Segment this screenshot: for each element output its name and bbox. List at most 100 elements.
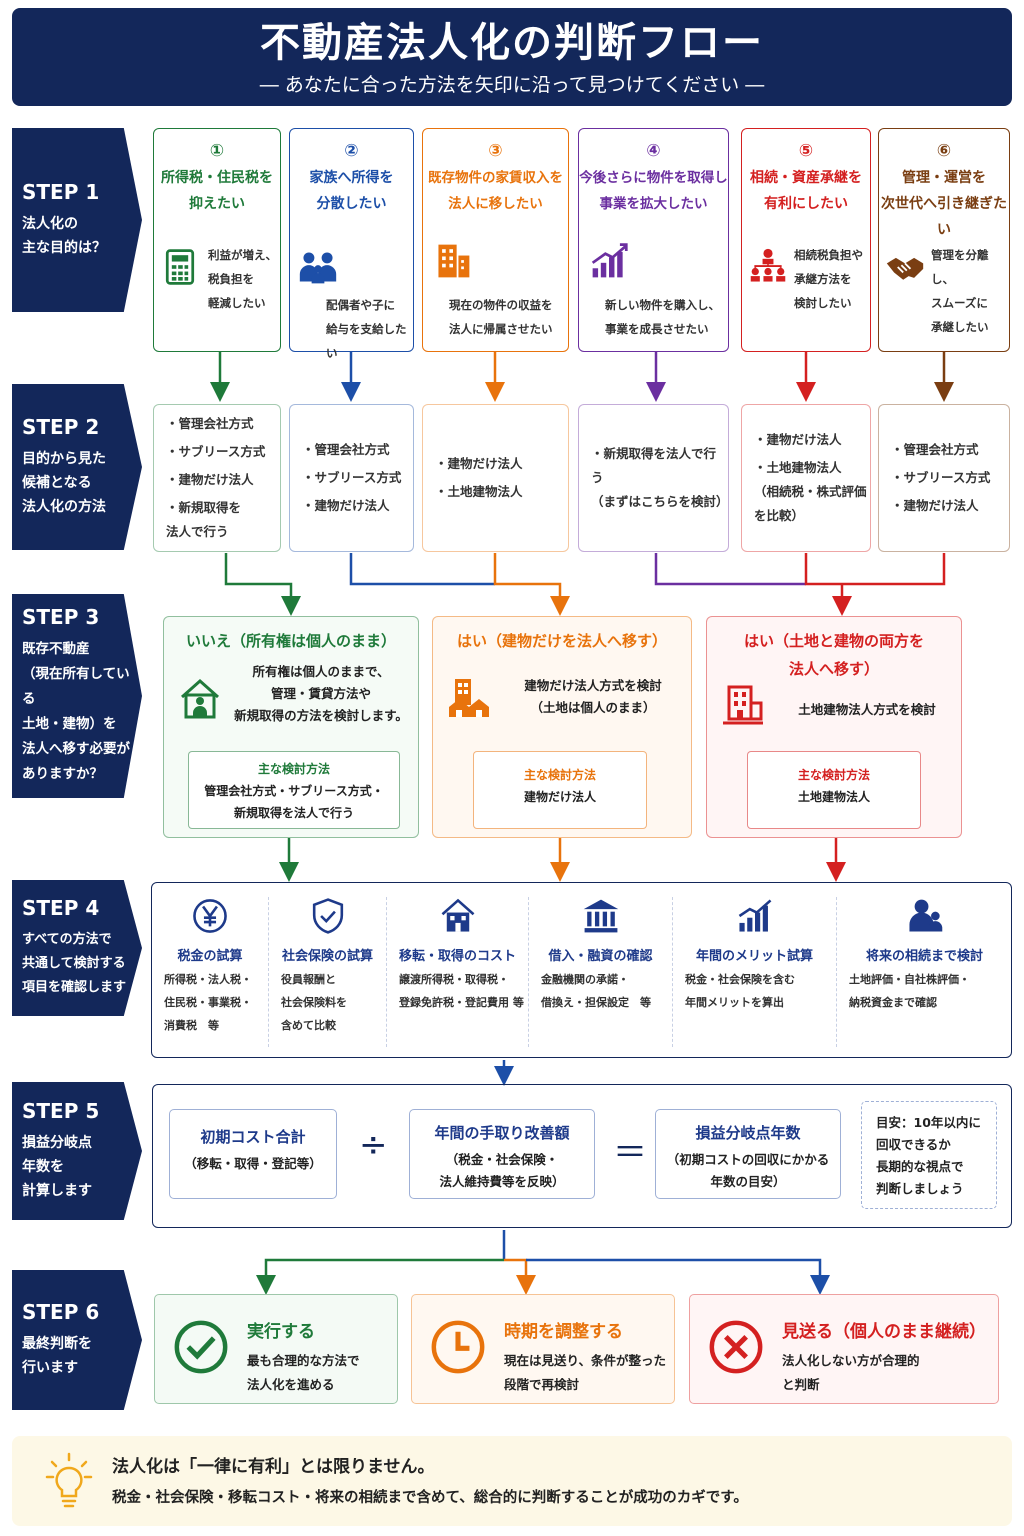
- main-method-box: 主な検討方法土地建物法人: [747, 751, 921, 829]
- decision-text: 現在は見送り、条件が整った 段階で再検討: [504, 1353, 667, 1392]
- check-item-2: 社会保険の試算役員報酬と 社会保険料を 含めて比較: [268, 897, 386, 1047]
- step-desc: 損益分岐点 年数を 計算します: [22, 1135, 92, 1199]
- check-item-title: 借入・融資の確認: [548, 949, 653, 964]
- step-desc: 目的から見た 候補となる 法人化の方法: [22, 451, 106, 515]
- shield-icon: [269, 897, 386, 937]
- purpose-number: ③: [488, 141, 503, 161]
- step-5-panel: 初期コスト合計 （移転・取得・登記等） ÷ 年間の手取り改善額 （税金・社会保険…: [152, 1084, 1012, 1228]
- check-item-text: 所得税・法人税・ 住民税・事業税・ 消費税 等: [164, 973, 252, 1032]
- method-card-5: 建物だけ法人土地建物法人 （相続税・株式評価 を比較）: [741, 404, 871, 552]
- check-item-title: 移転・取得のコスト: [398, 949, 516, 964]
- annual-improvement-title: 年間の手取り改善額: [434, 1124, 570, 1142]
- method-list: 管理会社方式サブリース方式建物だけ法人新規取得を 法人で行う: [154, 410, 265, 546]
- purpose-title: 相続・資産承継を 有利にしたい: [750, 170, 862, 212]
- main-method-value: 管理会社方式・サブリース方式・ 新規取得を法人で行う: [204, 784, 384, 820]
- bar-chart-icon: [673, 897, 836, 937]
- method-list: 管理会社方式サブリース方式建物だけ法人: [290, 436, 402, 520]
- purpose-title: 所得税・住民税を 抑えたい: [161, 170, 273, 212]
- option-description: 所有権は個人のままで、 管理・賃貸方法や 新規取得の方法を検討します。: [234, 664, 408, 723]
- purpose-number: ④: [646, 141, 661, 161]
- breakeven-guideline-note: 目安：10年以内に 回収できるか 長期的な視点で 判断しましょう: [861, 1101, 997, 1209]
- method-card-6: 管理会社方式サブリース方式建物だけ法人: [878, 404, 1010, 552]
- decision-title: 時期を調整する: [504, 1322, 623, 1342]
- decision-title: 見送る（個人のまま継続）: [782, 1322, 986, 1342]
- cross-icon: [708, 1319, 764, 1379]
- decision-option-2: 時期を調整する現在は見送り、条件が整った 段階で再検討: [411, 1294, 675, 1404]
- land-building-icon: [721, 683, 765, 731]
- check-item-title: 将来の相続まで検討: [865, 949, 983, 964]
- step-desc: すべての方法で 共通して検討する 項目を確認します: [22, 932, 127, 995]
- main-method-value: 土地建物法人: [797, 790, 870, 804]
- method-item: サブリース方式: [891, 464, 991, 492]
- clock-icon: [430, 1319, 486, 1379]
- tip-banner: 法人化は「一律に有利」とは限りません。 税金・社会保険・移転コスト・将来の相続ま…: [12, 1436, 1012, 1526]
- check-item-text: 役員報酬と 社会保険料を 含めて比較: [281, 973, 347, 1032]
- purpose-number: ⑤: [798, 141, 814, 161]
- method-item: 管理会社方式: [166, 410, 265, 438]
- page-title: 不動産法人化の判断フロー: [260, 20, 764, 66]
- growth-chart-icon: [589, 241, 629, 285]
- tip-line-2: 税金・社会保険・移転コスト・将来の相続まで含めて、総合的に判断することが成功のカ…: [112, 1490, 748, 1506]
- step-desc: 既存不動産 （現在所有している 土地・建物）を 法人へ移す必要が ありますか？: [22, 641, 130, 782]
- purpose-number: ⑥: [936, 141, 952, 161]
- check-item-text: 譲渡所得税・取得税・ 登録免許税・登記費用 等: [399, 973, 524, 1009]
- initial-cost-box: 初期コスト合計 （移転・取得・登記等）: [169, 1109, 337, 1199]
- purpose-detail: 配偶者や子に 給与を支給したい: [326, 298, 407, 360]
- check-item-4: 借入・融資の確認金融機関の承諾・ 借換え・担保設定 等: [528, 897, 672, 1047]
- step-number: STEP 4: [22, 896, 100, 920]
- method-item: 建物だけ法人: [891, 492, 990, 520]
- annual-improvement-sub: （税金・社会保険・ 法人維持費等を反映）: [439, 1152, 565, 1189]
- option-heading: はい（土地と建物の両方を 法人へ移す）: [743, 632, 924, 678]
- method-item: 土地建物法人 （相続税・株式評価 を比較）: [754, 454, 867, 530]
- method-list: 建物だけ法人土地建物法人 （相続税・株式評価 を比較）: [742, 426, 867, 530]
- check-item-6: 将来の相続まで検討土地評価・自社株評価・ 納税資金まで確認: [836, 897, 1012, 1047]
- purpose-detail: 相続税負担や 承継方法を 検討したい: [794, 248, 863, 310]
- tip-line-1: 法人化は「一律に有利」とは限りません。: [112, 1457, 435, 1477]
- decision-title: 実行する: [247, 1322, 315, 1342]
- option-heading: いいえ（所有権は個人のまま）: [185, 632, 396, 650]
- method-item: 建物だけ法人: [754, 426, 867, 454]
- house-person-icon: [178, 677, 222, 725]
- main-method-value: 建物だけ法人: [523, 790, 596, 804]
- equals-sign: ＝: [613, 1133, 647, 1173]
- check-item-title: 年間のメリット試算: [695, 949, 813, 964]
- check-icon: [173, 1319, 229, 1379]
- calculator-icon: [160, 247, 200, 291]
- ownership-option-2: はい（建物だけを法人へ移す）建物だけ法人方式を検討 （土地は個人のまま）主な検討…: [432, 616, 692, 838]
- initial-cost-title: 初期コスト合計: [200, 1128, 306, 1146]
- decision-option-3: 見送る（個人のまま継続） 法人化しない方が合理的 と判断: [689, 1294, 999, 1404]
- method-item: サブリース方式: [166, 438, 266, 466]
- main-method-label: 主な検討方法: [523, 768, 596, 782]
- method-list: 新規取得を法人で行う （まずはこちらを検討）: [579, 440, 729, 516]
- purpose-number: ②: [344, 141, 359, 161]
- purpose-title: 今後さらに物件を取得し 事業を拡大したい: [579, 170, 728, 212]
- purpose-detail: 管理を分離し、 スムーズに 承継したい: [931, 248, 989, 334]
- step-4-panel: 税金の試算所得税・法人税・ 住民税・事業税・ 消費税 等社会保険の試算役員報酬と…: [151, 882, 1012, 1058]
- decision-text: 法人化しない方が合理的 と判断: [782, 1353, 920, 1392]
- org-chart-icon: [748, 247, 788, 291]
- check-item-title: 税金の試算: [177, 949, 243, 964]
- method-item: 土地建物法人: [435, 478, 523, 506]
- step-4-label: STEP 4 すべての方法で 共通して検討する 項目を確認します: [12, 880, 142, 1016]
- purpose-detail: 利益が増え、 税負担を 軽減したい: [208, 248, 277, 310]
- annual-improvement-box: 年間の手取り改善額 （税金・社会保険・ 法人維持費等を反映）: [409, 1109, 595, 1199]
- check-item-text: 税金・社会保険を含む 年間メリットを算出: [685, 973, 795, 1009]
- decision-text: 最も合理的な方法で 法人化を進める: [247, 1353, 360, 1392]
- purpose-title: 家族へ所得を 分散したい: [309, 170, 394, 212]
- method-card-4: 新規取得を法人で行う （まずはこちらを検討）: [578, 404, 729, 552]
- check-item-5: 年間のメリット試算税金・社会保険を含む 年間メリットを算出: [672, 897, 836, 1047]
- method-item: 管理会社方式: [891, 436, 990, 464]
- page-subtitle: ― あなたに合った方法を矢印に沿って見つけてください ―: [259, 74, 765, 96]
- option-heading: はい（建物だけを法人へ移す）: [456, 632, 667, 650]
- check-item-text: 土地評価・自社株評価・ 納税資金まで確認: [849, 973, 970, 1009]
- purpose-title: 管理・運営を 次世代へ引き継ぎたい: [881, 170, 1007, 238]
- decision-option-1: 実行する最も合理的な方法で 法人化を進める: [154, 1294, 398, 1404]
